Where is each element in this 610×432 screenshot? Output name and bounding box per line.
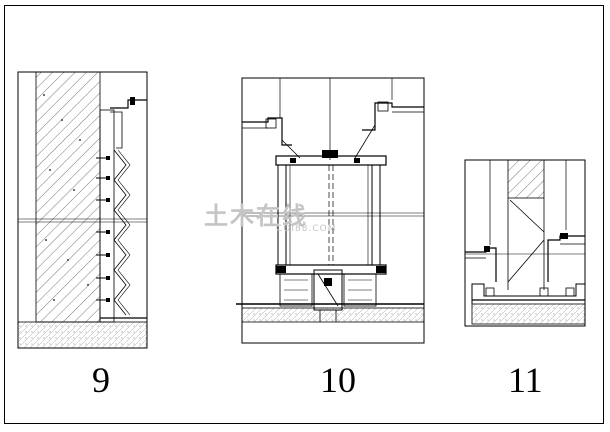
watermark-en: COI88.COM xyxy=(276,224,337,234)
detail-label-11: 11 xyxy=(508,360,543,400)
watermark-cn: 土木在线 xyxy=(204,202,308,230)
watermark: 土木在线 COI88.COM xyxy=(204,196,335,234)
detail-label-10: 10 xyxy=(320,360,356,400)
detail-9-section xyxy=(17,71,148,349)
detail-label-9: 9 xyxy=(92,360,110,400)
drawing-border xyxy=(4,5,604,424)
detail-11-section xyxy=(464,159,586,327)
detail-10-section xyxy=(236,77,425,344)
